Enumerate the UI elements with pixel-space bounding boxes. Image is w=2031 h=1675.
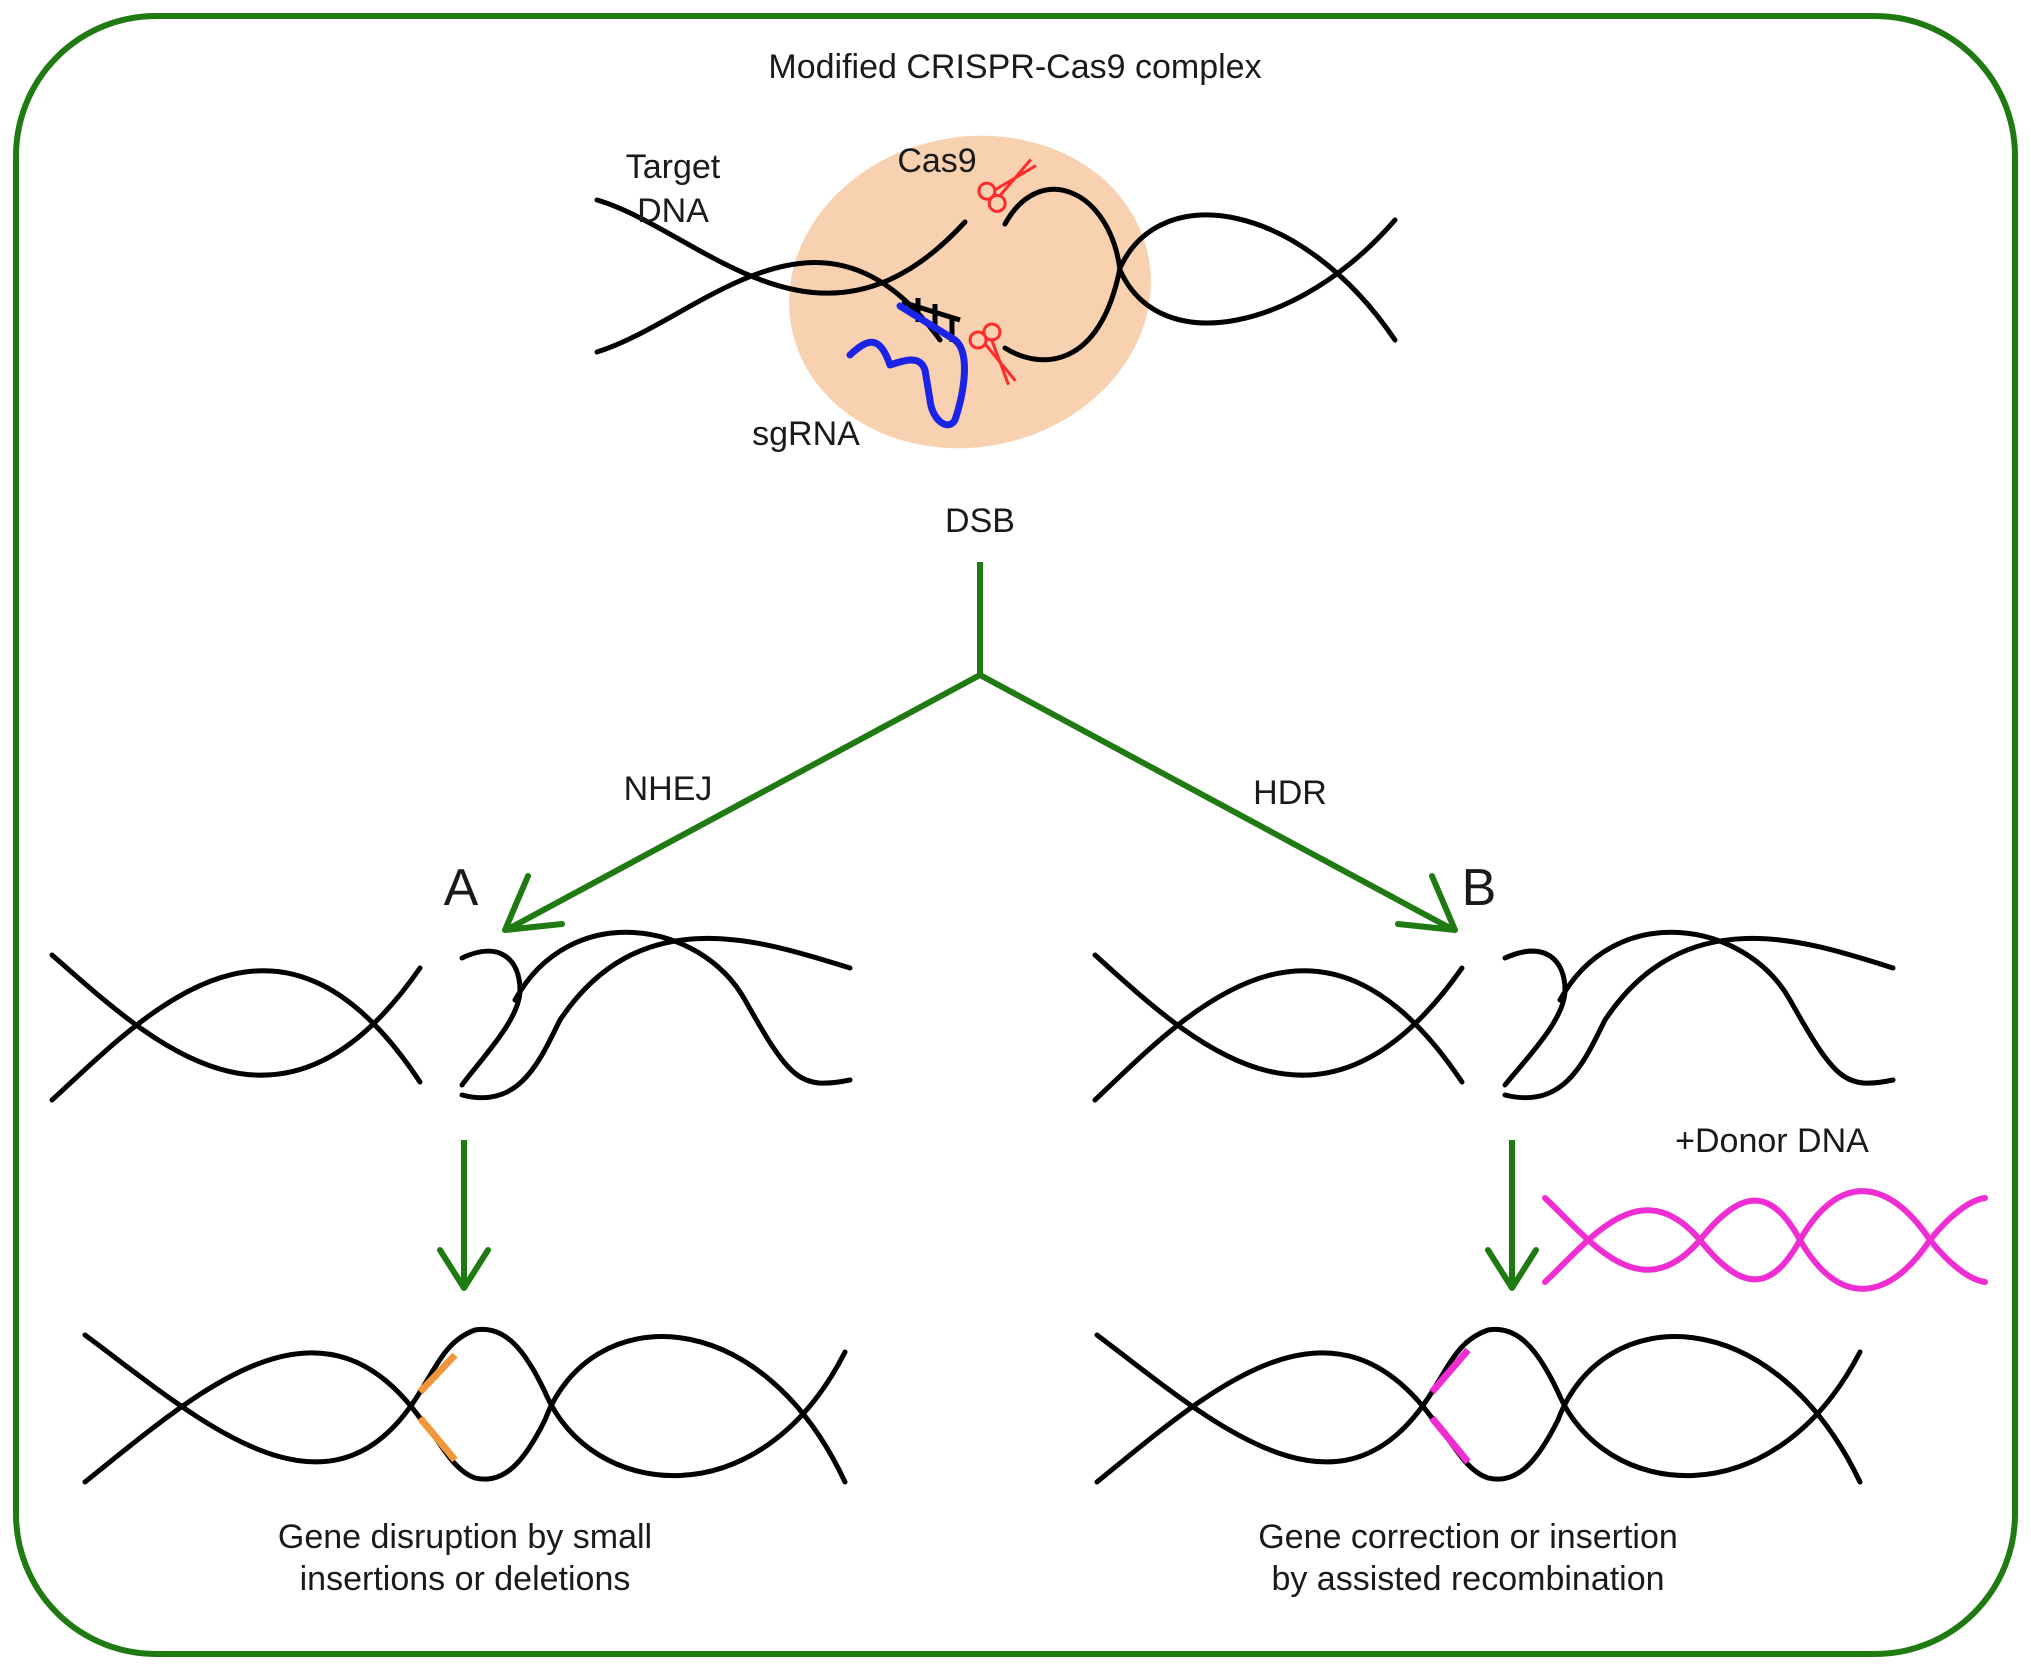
cas9-protein — [789, 135, 1151, 449]
sgrna-label: sgRNA — [752, 415, 860, 453]
target-dna-label-2: DNA — [637, 192, 709, 230]
panel-b-label: B — [1462, 859, 1497, 917]
broken-dna-b — [1092, 929, 1896, 1103]
target-dna-label-1: Target — [626, 148, 721, 186]
donor-dna — [1542, 1188, 1988, 1292]
broken-dna-a — [49, 929, 853, 1103]
target-dna — [594, 186, 1398, 363]
arrowhead-right — [1395, 873, 1458, 933]
outcome-b-line1: Gene correction or insertion — [1258, 1518, 1678, 1556]
result-dna-a — [82, 1326, 848, 1485]
outer-frame — [13, 13, 2018, 1657]
scissors-icon — [968, 322, 1017, 386]
down-arrow-a — [437, 1140, 491, 1291]
cas9-label: Cas9 — [897, 142, 976, 180]
outcome-a-line2: insertions or deletions — [300, 1560, 631, 1598]
down-arrow-b — [1485, 1140, 1539, 1291]
outcome-a-line1: Gene disruption by small — [278, 1518, 652, 1556]
arrowhead-left — [502, 873, 565, 933]
panel-a-label: A — [444, 859, 479, 917]
sgrna-strand — [846, 302, 968, 429]
donor-dna-label: +Donor DNA — [1675, 1122, 1869, 1160]
hdr-label: HDR — [1253, 774, 1327, 812]
dsb-label: DSB — [945, 502, 1015, 540]
scissors-icon — [977, 158, 1037, 213]
diagram-title: Modified CRISPR-Cas9 complex — [768, 48, 1261, 86]
outcome-b-line2: by assisted recombination — [1271, 1560, 1664, 1598]
pathway-branch — [508, 562, 1452, 931]
nhej-label: NHEJ — [624, 770, 713, 808]
result-dna-b — [1094, 1326, 1863, 1485]
